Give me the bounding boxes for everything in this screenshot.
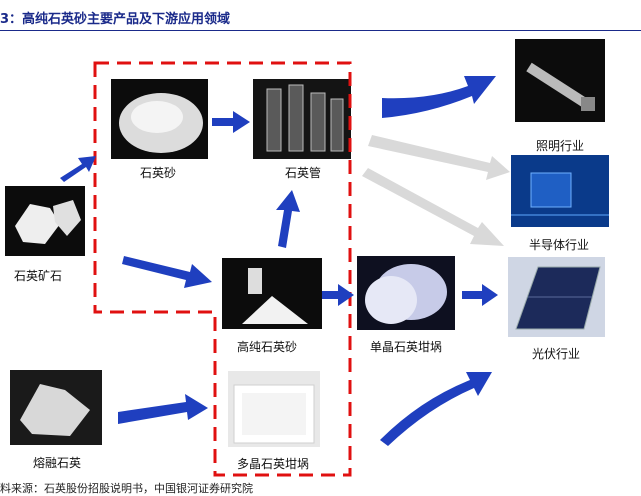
arrow-hpsand-to-crucible [322,284,354,306]
arrow-crucible-to-pv [462,284,498,306]
label-mono-crucible: 单晶石英坩埚 [370,340,443,354]
semiconductor-image [511,155,609,227]
arrow-to-lighting [382,76,496,118]
fused-quartz-image [10,370,102,445]
gray-arrow-to-semiconductor [368,135,510,180]
hp-quartz-sand-image [222,258,322,329]
label-photovoltaic: 光伏行业 [532,347,581,361]
title-rule [0,30,641,31]
label-poly-crucible: 多晶石英坩埚 [237,457,310,471]
mono-crucible-image [357,256,455,330]
arrow-ore-to-hpsand [122,256,212,288]
arrow-poly-to-pv [380,372,492,446]
arrow-fused-to-poly [118,394,208,424]
label-quartz-tube: 石英管 [285,166,322,180]
source-note: 料来源：石英股份招股说明书，中国银河证券研究院 [0,482,253,495]
label-hp-quartz-sand: 高纯石英砂 [237,340,298,354]
label-quartz-ore: 石英矿石 [14,269,63,283]
quartz-sand-image [111,79,208,159]
poly-crucible-image [228,371,320,447]
label-quartz-sand: 石英砂 [140,166,177,180]
dashed-boundary [93,61,352,477]
arrow-sand-to-tube [212,111,250,133]
label-fused-quartz: 熔融石英 [33,456,82,470]
quartz-ore-image [5,186,85,256]
quartz-tube-image [253,79,351,159]
lighting-image [515,39,605,122]
arrow-hpsand-to-tube [276,190,300,248]
label-semiconductor: 半导体行业 [529,238,590,252]
label-lighting: 照明行业 [536,139,585,153]
gray-arrow-to-photovoltaic [362,168,504,246]
arrow-ore-to-sand [60,156,96,182]
figure-title: 3：高纯石英砂主要产品及下游应用领域 [0,12,231,27]
photovoltaic-image [508,257,605,337]
